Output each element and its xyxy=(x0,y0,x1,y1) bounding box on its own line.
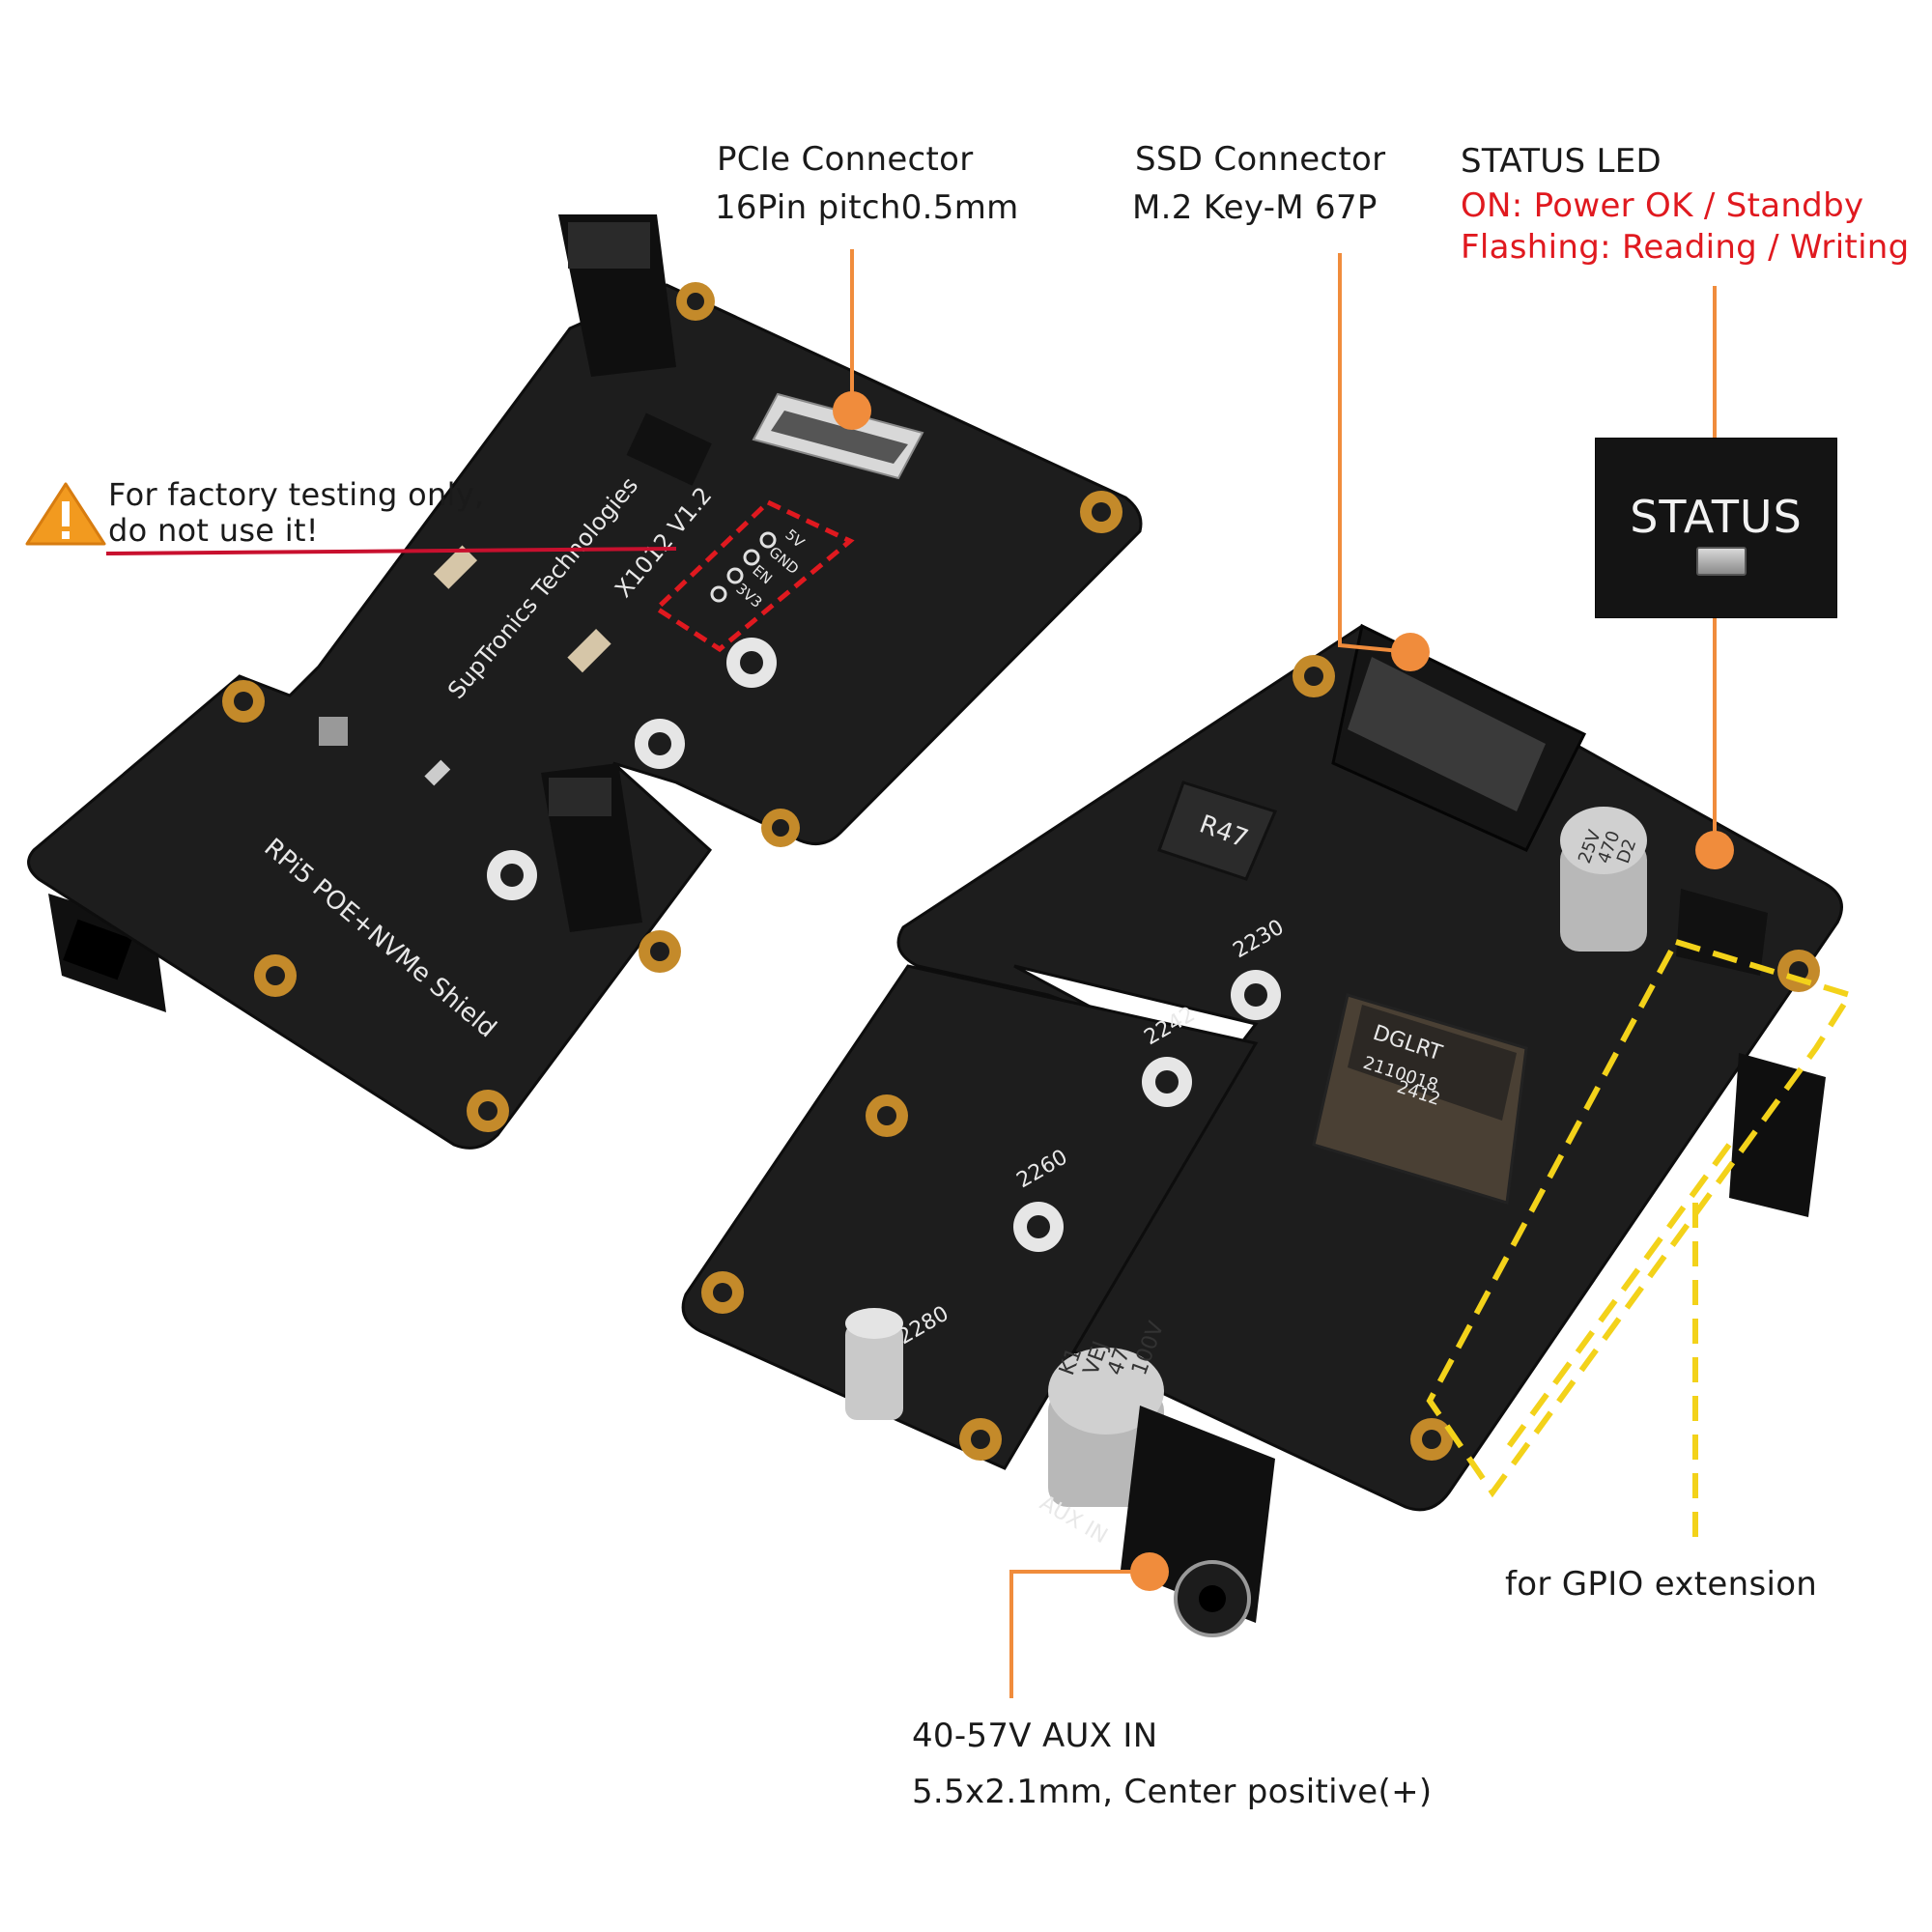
capacitor-small: D2 470 25V xyxy=(1560,807,1647,952)
warning-icon xyxy=(25,482,106,546)
left-pin-header-bottom xyxy=(541,763,642,932)
status-led-inset: STATUS xyxy=(1595,438,1837,618)
callout-lines xyxy=(850,249,1717,1698)
poe-transformer: DGLRT 2110018 2412 xyxy=(1312,993,1528,1205)
factory-pointer-line xyxy=(105,547,677,555)
gpio-dash-1 xyxy=(1504,1143,1732,1451)
left-pcb xyxy=(27,283,1143,1150)
inductor-r47: R47 xyxy=(1157,781,1278,881)
status-led-title: STATUS LED xyxy=(1461,142,1662,181)
aux-in-title: 40-57V AUX IN xyxy=(912,1717,1158,1755)
pcie-detail: 16Pin pitch0.5mm xyxy=(715,188,1019,227)
factory-test-highlight xyxy=(652,499,855,653)
gpio-highlight xyxy=(1426,938,1855,1498)
factory-warning-line1: For factory testing only, xyxy=(108,476,485,513)
m2-ssd-connector xyxy=(1331,623,1587,852)
ssd-title: SSD Connector xyxy=(1135,140,1386,179)
status-led-on: ON: Power OK / Standby xyxy=(1461,186,1864,225)
left-pin-header-top xyxy=(558,214,676,377)
pcie-title: PCIe Connector xyxy=(717,140,974,179)
right-board: 2230 2242 2260 2280 R47 D2 470 25V DGLRT… xyxy=(681,623,1855,1637)
ssd-detail: M.2 Key-M 67P xyxy=(1132,188,1378,227)
factory-warning-line2: do not use it! xyxy=(108,512,319,549)
gpio-extension-label: for GPIO extension xyxy=(1505,1565,1818,1604)
aux-dc-jack xyxy=(1121,1406,1275,1637)
right-pin-header-side xyxy=(1729,1053,1826,1217)
status-inset-label: STATUS xyxy=(1630,491,1803,543)
pcie-fpc-connector xyxy=(752,392,924,480)
left-board: SupTronics Technologies X1012 V1.2 RPi5 … xyxy=(27,214,1143,1150)
callout-dots xyxy=(833,391,1734,1591)
status-led-flashing: Flashing: Reading / Writing xyxy=(1461,228,1910,267)
aux-in-detail: 5.5x2.1mm, Center positive(+) xyxy=(912,1773,1433,1811)
brass-standoff xyxy=(845,1308,903,1420)
status-led-icon xyxy=(1696,547,1747,576)
right-pin-header-top xyxy=(1676,889,1768,976)
